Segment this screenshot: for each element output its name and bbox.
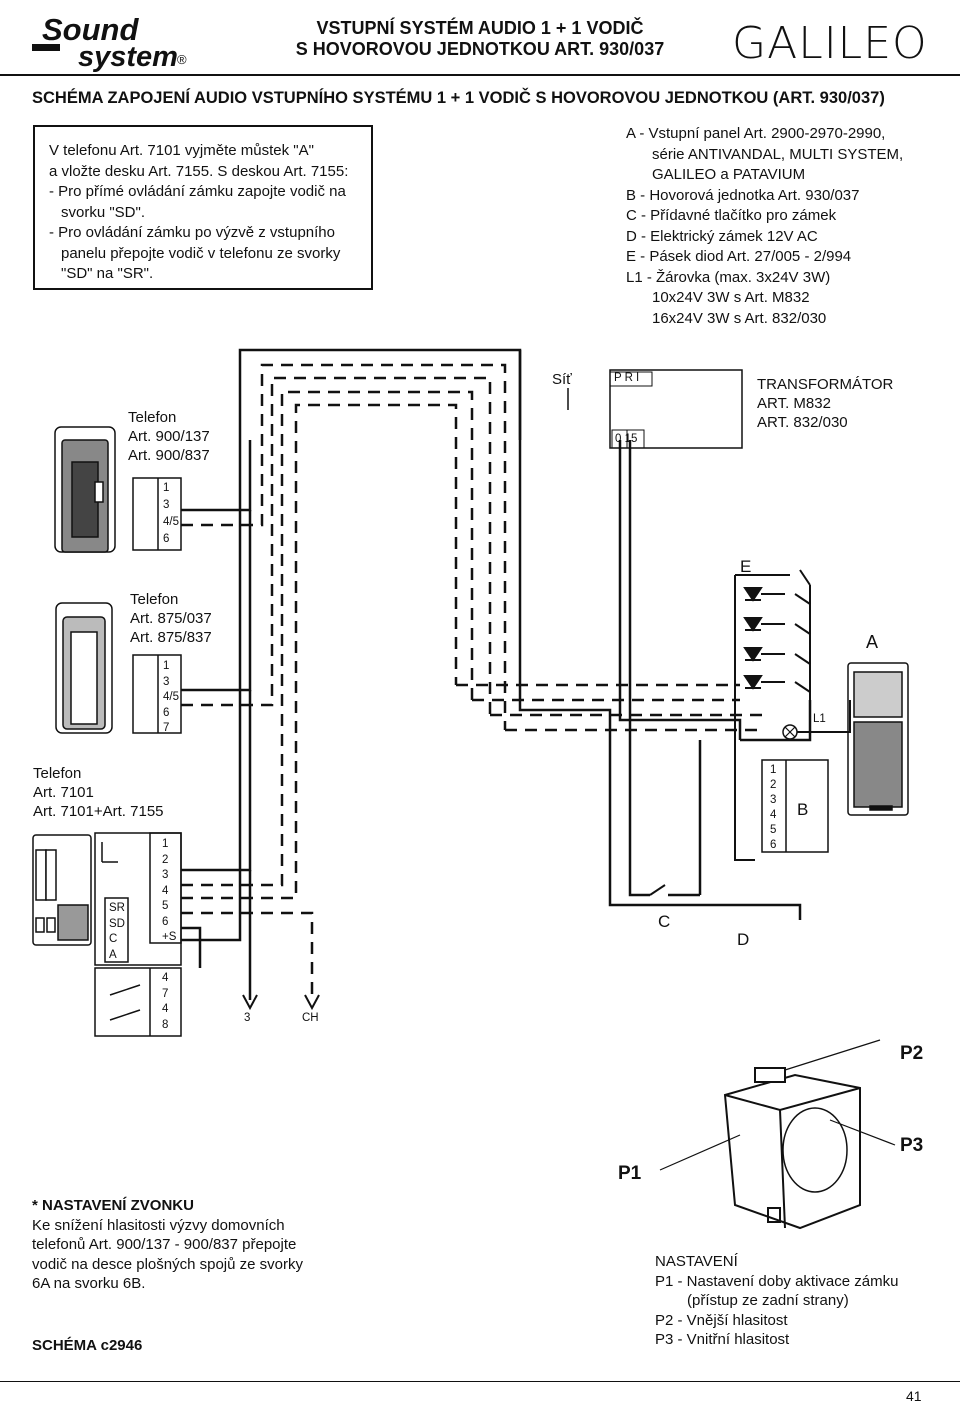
label-c: C [658, 912, 671, 931]
transformer-pri: PRI [614, 372, 643, 384]
entry-panel-icon [847, 662, 909, 816]
label-p1: P1 [618, 1163, 642, 1184]
page-title: SCHÉMA ZAPOJENÍ AUDIO VSTUPNÍHO SYSTÉMU … [32, 89, 885, 107]
bell-setting-note: * NASTAVENÍ ZVONKU Ke snížení hlasitosti… [32, 1197, 303, 1292]
solid-wires [181, 348, 812, 1000]
dashed-wires [181, 363, 765, 1000]
legend: A - Vstupní panel Art. 2900-2970-2990, s… [626, 125, 904, 327]
diode-strip [734, 569, 811, 861]
label-b: B [797, 800, 809, 819]
phone-900-icon [54, 426, 116, 553]
speaker-unit-icon [723, 1067, 861, 1230]
label-a: A [866, 632, 879, 652]
svg-text:®: ® [177, 52, 187, 67]
phone-7101-icon [32, 834, 92, 946]
soundsystem-logo: Sound system ® [32, 12, 232, 77]
note-box: V telefonu Art. 7101 vyjměte můstek "A" … [33, 125, 373, 290]
schema-id: SCHÉMA c2946 [32, 1337, 143, 1354]
logo-word-sound: Sound [42, 14, 139, 47]
transformer-secondary: 0 15 [615, 433, 638, 445]
header-divider [0, 74, 960, 76]
label-p3: P3 [900, 1135, 924, 1156]
label-p2: P2 [900, 1043, 924, 1064]
footer-divider [0, 1381, 960, 1382]
label-e: E [740, 557, 752, 576]
label-l1: L1 [813, 713, 826, 725]
mains-label: Síť [552, 371, 572, 388]
galileo-logo: GALILEO [732, 18, 928, 69]
phone-875-icon [55, 602, 113, 734]
label-terminal-3: 3 [244, 1012, 251, 1024]
document-header-title: VSTUPNÍ SYSTÉM AUDIO 1 + 1 VODIČ S HOVOR… [295, 18, 665, 59]
logo-word-system: system [78, 41, 178, 72]
label-d: D [737, 930, 750, 949]
label-ch: CH [302, 1012, 319, 1024]
settings-list: NASTAVENÍ P1 - Nastavení doby aktivace z… [655, 1253, 899, 1348]
page-number: 41 [906, 1388, 922, 1404]
